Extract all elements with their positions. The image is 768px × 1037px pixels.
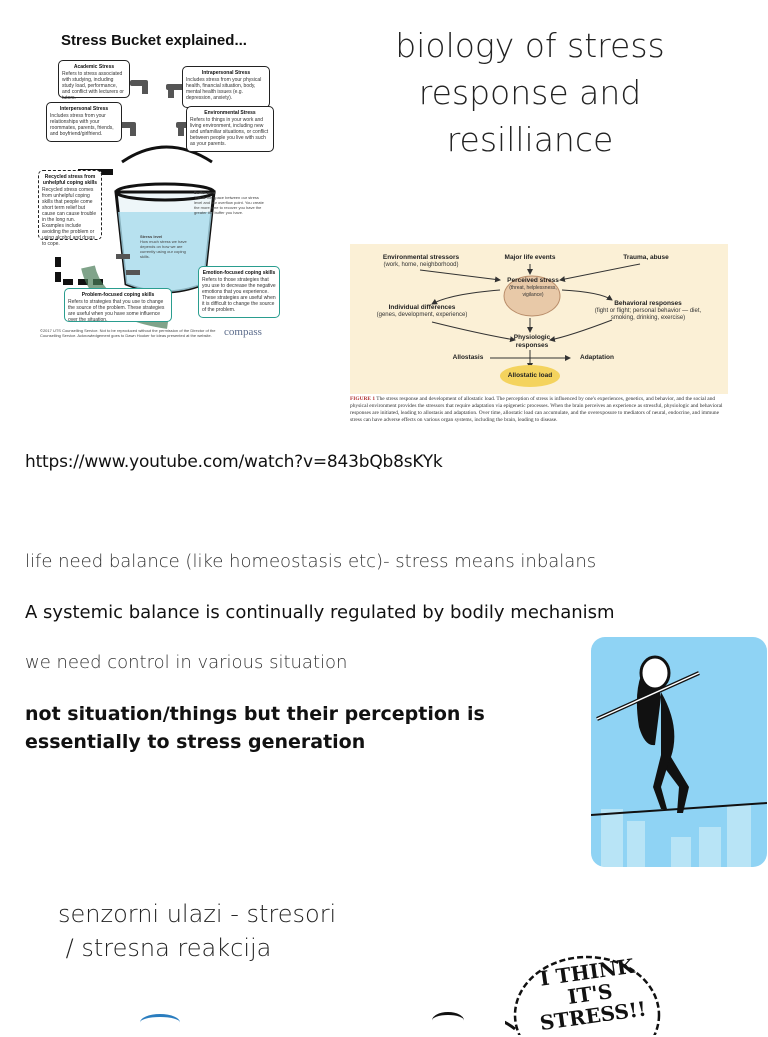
- recycled-stress-box: Recycled stress from unhelpful coping sk…: [38, 170, 102, 247]
- sensory-input-text: senzorni ulazi - stresori / stresna reak…: [58, 897, 336, 965]
- academic-stress-box: Academic Stress Refers to stress associa…: [58, 60, 130, 101]
- control-line: we need control in various situation: [25, 652, 348, 673]
- title-line: resilliance: [446, 120, 614, 159]
- physiologic-responses-label: Physiologic responses: [513, 334, 551, 349]
- allostatic-load-figure: Environmental stressors (work, home, nei…: [350, 244, 728, 394]
- allostasis-label: Allostasis: [452, 354, 484, 361]
- sensory-line: / stresna reakcija: [58, 934, 272, 962]
- individual-differences-label: Individual differences (genes, developme…: [376, 304, 468, 318]
- intrapersonal-stress-box: Intrapersonal Stress Includes stress fro…: [182, 66, 270, 108]
- perception-line: essentially to stress generation: [25, 731, 366, 753]
- figure-number: FIGURE 1: [350, 396, 376, 402]
- environmental-stress-box: Environmental Stress Refers to things in…: [186, 106, 274, 152]
- youtube-link[interactable]: https://www.youtube.com/watch?v=843bQb8s…: [25, 452, 443, 472]
- interpersonal-stress-box: Interpersonal Stress Includes stress fro…: [46, 102, 122, 142]
- perception-statement: not situation/things but their perceptio…: [25, 700, 545, 756]
- bucket-footer: ©2017 UTS Counselling Service. Not to be…: [40, 328, 216, 338]
- tightrope-illustration: [591, 655, 767, 867]
- trauma-label: Trauma, abuse: [623, 254, 669, 261]
- stress-bucket-infographic: Stress Bucket explained... Academic Stre…: [18, 22, 290, 372]
- systemic-balance-line: A systemic balance is continually regula…: [25, 602, 615, 623]
- walker-figure: [636, 655, 689, 813]
- cartoon-fragment: [140, 1014, 180, 1031]
- stress-thought-bubble: I THINK IT'S STRESS!!: [505, 954, 670, 1035]
- perception-line: not situation/things but their perceptio…: [25, 703, 485, 725]
- sensory-line: senzorni ulazi - stresori: [58, 900, 337, 928]
- behavioral-responses-label: Behavioral responses (fight or flight; p…: [594, 300, 702, 321]
- compass-logo: compass: [224, 326, 262, 338]
- stress-level-note: Stress level How much stress we have dep…: [140, 234, 187, 259]
- allostatic-load-label: Allostatic load: [507, 372, 553, 379]
- problem-coping-box: Problem-focused coping skills Refers to …: [64, 288, 172, 323]
- bucket-illustration: [55, 80, 216, 329]
- emotion-coping-box: Emotion-focused coping skills Refers to …: [198, 266, 280, 318]
- buffer-zone-note: Buffer zone This is the space between ou…: [194, 190, 264, 215]
- cartoon-fragment: [432, 1012, 464, 1029]
- figure-caption: FIGURE 1 The stress response and develop…: [350, 396, 730, 424]
- allostatic-load-oval: [500, 365, 560, 387]
- figure-arrows: [419, 263, 641, 387]
- brain-icon: [503, 275, 561, 317]
- title-line: biology of stress: [395, 26, 665, 65]
- adaptation-label: Adaptation: [580, 354, 614, 361]
- figure-caption-text: The stress response and development of a…: [350, 396, 723, 423]
- slide-title: biology of stress response and resillian…: [380, 22, 680, 163]
- perceived-stress-label: Perceived stress (threat, helplessness, …: [507, 277, 559, 298]
- major-life-events-label: Major life events: [504, 254, 556, 261]
- balance-line: life need balance (like homeostasis etc)…: [25, 551, 597, 572]
- tightrope-walker-image: [591, 637, 767, 867]
- environmental-stressors-label: Environmental stressors (work, home, nei…: [382, 254, 460, 268]
- city-skyline: [601, 805, 751, 867]
- stress-bucket-heading: Stress Bucket explained...: [61, 32, 247, 49]
- title-line: response and: [418, 73, 642, 112]
